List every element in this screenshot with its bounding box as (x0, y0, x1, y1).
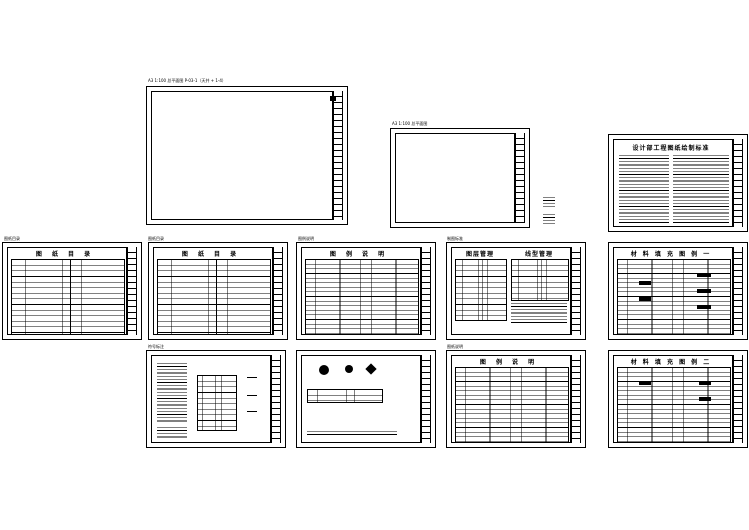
symbols-label: 符号标注 (148, 344, 164, 349)
plan-sheet-small[interactable] (390, 128, 530, 228)
section-symbol-icon (345, 365, 353, 373)
hatch-swatch (697, 305, 711, 309)
symbol-table (197, 375, 237, 431)
sheet-title: 材 料 填 充 图 例 二 (630, 359, 712, 366)
symbol-notes (157, 427, 187, 439)
catalog-sheet-2[interactable]: 图 纸 目 录 (148, 242, 288, 340)
sheet-title: 图 纸 目 录 (181, 251, 241, 258)
title-block (733, 355, 743, 443)
sheet-title: 图 例 说 明 (479, 359, 539, 366)
title-block (273, 247, 283, 335)
sheet-title: 图 纸 目 录 (35, 251, 95, 258)
sheet-frame (301, 355, 421, 443)
title-block (127, 247, 137, 335)
sheet-frame (151, 355, 271, 443)
title-block (333, 91, 343, 220)
material-sheet-1[interactable]: 材 料 填 充 图 例 一 (608, 242, 748, 340)
standard-sheet[interactable]: 设计部工程图纸绘制标准 (608, 134, 748, 232)
standard-notes-left (619, 155, 669, 223)
catalog2-label: 图纸目录 (148, 236, 164, 241)
north-arrow-icon (330, 96, 336, 101)
legend2-label: 图纸说明 (447, 344, 463, 349)
symbols-sheet[interactable] (146, 350, 286, 448)
index-notes (307, 431, 397, 437)
hatch-swatch (699, 381, 711, 385)
title-block (571, 247, 581, 335)
hatch-swatch (697, 289, 711, 293)
plan-large-label: A3 1:100 总平面图 P-03-1（天井 + 1-4） (148, 78, 226, 83)
linetype-notes (511, 303, 567, 323)
title-block (515, 133, 525, 223)
callout-notes (543, 214, 555, 224)
hatch-swatch (699, 397, 711, 401)
legend-table (455, 367, 569, 443)
legend-sheet-1[interactable]: 图 例 说 明 (296, 242, 436, 340)
leader-line (247, 395, 257, 396)
catalog-sheet-1[interactable]: 图 纸 目 录 (2, 242, 142, 340)
plan-frame (151, 91, 333, 220)
title-block (421, 247, 431, 335)
plan-sheet-large[interactable] (146, 86, 348, 225)
leader-line (247, 411, 257, 412)
title-block (733, 247, 743, 335)
legend-table (305, 259, 419, 335)
hatch-swatch (639, 297, 651, 301)
hatch-swatch (697, 273, 711, 277)
material-table (617, 259, 731, 335)
material-table (617, 367, 731, 443)
hatch-swatch (639, 281, 651, 285)
symbol-notes (157, 363, 187, 423)
sheet-title: 图 例 说 明 (329, 251, 389, 258)
catalog-table (11, 259, 125, 335)
plan-small-label: A3 1:100 总平面图 (392, 121, 428, 126)
linetype-title: 线型管理 (524, 251, 553, 258)
hatch-swatch (639, 381, 651, 385)
catalog-table (157, 259, 271, 335)
material-sheet-2[interactable]: 材 料 填 充 图 例 二 (608, 350, 748, 448)
legend-sheet-2[interactable]: 图 例 说 明 (446, 350, 586, 448)
mgmt-label: 制图标准 (447, 236, 463, 241)
plan-frame (395, 133, 515, 223)
index-symbols-sheet[interactable] (296, 350, 436, 448)
callout-notes (543, 197, 555, 207)
standard-notes-right (673, 155, 729, 223)
title-block (571, 355, 581, 443)
title-block (421, 355, 431, 443)
sheet-title: 材 料 填 充 图 例 一 (630, 251, 712, 258)
title-block (271, 355, 281, 443)
layer-title: 图层管理 (465, 251, 494, 258)
index-symbol-row (307, 389, 383, 403)
sheet-frame (451, 247, 571, 335)
sheet-frame (613, 139, 733, 227)
elevation-symbol-icon (319, 365, 329, 375)
leader-line (247, 377, 257, 378)
mgmt-sheet[interactable]: 图层管理 线型管理 (446, 242, 586, 340)
sheet-title: 设计部工程图纸绘制标准 (632, 145, 710, 152)
catalog1-label: 图纸目录 (4, 236, 20, 241)
linetype-table (511, 259, 569, 301)
layer-table (455, 259, 507, 321)
title-block (733, 139, 743, 227)
legend1-label: 图例说明 (298, 236, 314, 241)
